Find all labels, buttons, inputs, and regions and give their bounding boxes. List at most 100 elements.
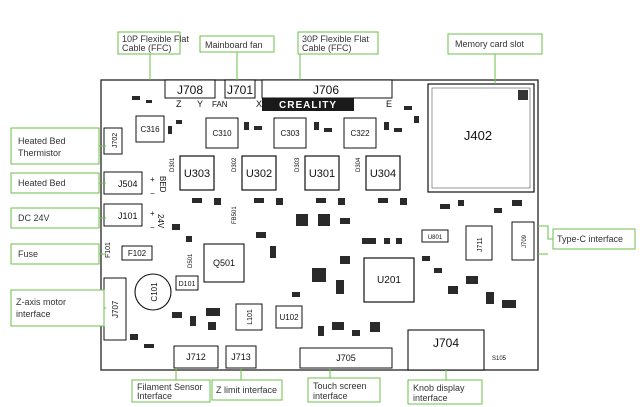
callout-knob-display-line2: interface xyxy=(413,393,448,403)
fuse-f101-label: F101 xyxy=(105,242,112,258)
callout-touch-screen-line1: Touch screen xyxy=(313,381,367,391)
callout-dc24v-text: DC 24V xyxy=(18,213,50,223)
connector-j712-label: J712 xyxy=(186,352,206,362)
capacitor-c101: C101 xyxy=(134,273,172,311)
capacitor-c303: C303 xyxy=(273,117,307,149)
callout-filament-sensor-line2: Interface xyxy=(137,391,172,401)
bed-minus: − xyxy=(150,189,155,198)
capacitor-c316-label: C316 xyxy=(140,125,160,134)
capacitor-c322-label: C322 xyxy=(350,129,370,138)
driver-u301-label: U301 xyxy=(309,168,335,180)
diode-d101-label: D101 xyxy=(179,281,196,288)
callout-touch-screen-line2: interface xyxy=(313,391,348,401)
capacitor-c322: C322 xyxy=(343,117,377,149)
driver-u302-label: U302 xyxy=(246,168,272,180)
connector-j708: J708 xyxy=(164,79,216,99)
fuse-f102-label: F102 xyxy=(128,249,147,258)
connector-j101: J101 xyxy=(103,203,143,227)
callout-filament-sensor: Filament Sensor Interface xyxy=(131,379,211,403)
diode-d301-label: D301 xyxy=(170,157,176,172)
mainboard: J708 J701 J706 Z Y FAN X E CREALITY J402 xyxy=(100,79,539,371)
v24-label: 24V xyxy=(156,214,165,229)
capacitor-c310: C310 xyxy=(205,117,239,149)
mosfet-q501: Q501 xyxy=(203,243,245,283)
driver-u304-label: U304 xyxy=(370,168,396,180)
connector-j402-label: J402 xyxy=(464,128,492,143)
callout-30p-ffc: 30P Flexible Flat Cable (FFC) xyxy=(297,31,379,55)
callout-memory-card-slot-text: Memory card slot xyxy=(455,39,525,49)
connector-j708-label: J708 xyxy=(177,83,203,97)
driver-u303-label: U303 xyxy=(184,168,210,180)
callout-zaxis-motor-line1: Z-axis motor xyxy=(16,297,66,307)
mcu-u201: U201 xyxy=(363,257,415,303)
callout-heated-bed-thermistor-line2: Thermistor xyxy=(18,148,61,158)
callout-fuse-text: Fuse xyxy=(18,249,38,259)
inductor-l101: L101 xyxy=(235,303,263,331)
fuse-f102: F102 xyxy=(121,245,153,261)
connector-j701: J701 xyxy=(224,79,256,99)
callout-30p-ffc-line1: 30P Flexible Flat xyxy=(302,34,369,44)
callout-10p-ffc-line1: 10P Flexible Flat xyxy=(122,34,189,44)
callout-knob-display: Knob display interface xyxy=(407,379,483,405)
connector-j711-label: J711 xyxy=(477,237,484,252)
connector-j709-label: J709 xyxy=(522,234,528,248)
callout-dc24v: DC 24V xyxy=(10,207,100,229)
callout-zaxis-motor: Z-axis motor interface xyxy=(10,289,105,327)
callout-heated-bed: Heated Bed xyxy=(10,172,100,194)
callout-heated-bed-thermistor-line1: Heated Bed xyxy=(18,136,66,146)
connector-lines xyxy=(99,52,553,380)
connector-j704-label: J704 xyxy=(433,336,459,350)
regulator-u102-label: U102 xyxy=(279,313,299,322)
driver-u304: U304 xyxy=(365,155,401,191)
callout-heated-bed-thermistor: Heated Bed Thermistor xyxy=(10,127,100,165)
connector-j702: J702 xyxy=(103,127,123,155)
callout-knob-display-line1: Knob display xyxy=(413,383,465,393)
callout-fuse: Fuse xyxy=(10,243,100,265)
axis-label-x: X xyxy=(256,99,262,109)
fb501-label: FB501 xyxy=(232,206,238,224)
axis-label-z: Z xyxy=(176,99,182,109)
connector-j709: J709 xyxy=(511,221,535,261)
regulator-u102: U102 xyxy=(275,305,303,329)
connector-j707: J707 xyxy=(103,277,127,341)
diode-d501-label: D501 xyxy=(188,253,194,268)
axis-label-y: Y xyxy=(197,99,203,109)
connector-j707-label: J707 xyxy=(111,300,120,318)
connector-j705-label: J705 xyxy=(336,353,356,363)
connector-j702-label: J702 xyxy=(112,133,119,148)
diode-d101: D101 xyxy=(175,275,199,291)
connector-j705: J705 xyxy=(299,347,393,369)
capacitor-c316: C316 xyxy=(135,115,165,143)
chip-u801: U801 xyxy=(421,229,449,243)
memory-card-slot-j402: J402 xyxy=(427,83,535,193)
connector-j706: J706 xyxy=(261,79,393,99)
smd-components xyxy=(130,96,522,348)
creality-logo: CREALITY xyxy=(262,98,354,111)
callout-zaxis-motor-line2: interface xyxy=(16,309,51,319)
connector-j101-label: J101 xyxy=(118,211,138,221)
bed-plus: + xyxy=(150,175,155,184)
driver-u302: U302 xyxy=(241,155,277,191)
callout-touch-screen: Touch screen interface xyxy=(307,377,381,403)
connector-j504-label: J504 xyxy=(118,179,138,189)
connector-j713-label: J713 xyxy=(231,352,251,362)
brand-text: CREALITY xyxy=(279,100,337,111)
chip-u801-label: U801 xyxy=(428,235,443,241)
connector-j706-label: J706 xyxy=(313,83,339,97)
callout-typec-text: Type-C interface xyxy=(557,234,623,244)
connector-j712: J712 xyxy=(173,345,219,369)
mcu-u201-label: U201 xyxy=(377,275,401,286)
callout-heated-bed-text: Heated Bed xyxy=(18,178,66,188)
diode-d302-label: D302 xyxy=(232,157,238,172)
driver-u303: U303 xyxy=(179,155,215,191)
bed-label: BED xyxy=(158,176,167,193)
callout-filament-sensor-line1: Filament Sensor xyxy=(137,382,203,392)
callout-30p-ffc-line2: Cable (FFC) xyxy=(302,43,352,53)
v24-minus: − xyxy=(150,223,155,232)
capacitor-c303-label: C303 xyxy=(280,129,300,138)
connector-j711: J711 xyxy=(465,225,493,261)
callout-mainboard-fan: Mainboard fan xyxy=(199,35,275,53)
capacitor-c310-label: C310 xyxy=(212,129,232,138)
diode-d304-label: D304 xyxy=(356,157,362,172)
